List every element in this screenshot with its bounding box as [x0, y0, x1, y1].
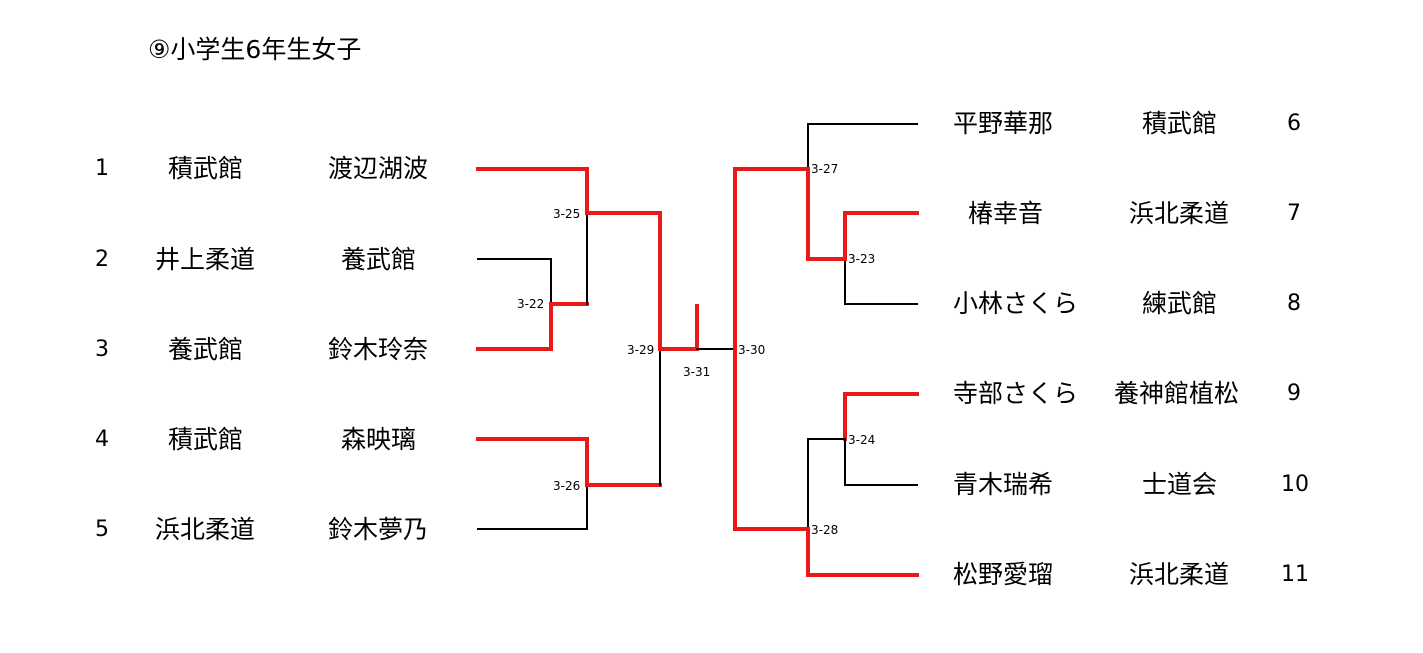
bracket-line-winner	[843, 392, 919, 441]
right-seed: 10	[1281, 472, 1309, 497]
match-label: 3-31	[683, 365, 711, 379]
match-label: 3-28	[811, 523, 839, 537]
match-label: 3-23	[848, 252, 876, 266]
right-seed: 11	[1281, 562, 1309, 587]
bracket-line-winner	[476, 302, 553, 351]
left-club: 浜北柔道	[155, 515, 256, 544]
bracket-line-winner	[806, 167, 847, 261]
left-name: 森映璃	[341, 425, 417, 454]
left-name: 鈴木夢乃	[328, 515, 429, 544]
bracket-line-winner	[806, 527, 919, 577]
match-label: 3-27	[811, 162, 839, 176]
left-seed: 1	[95, 156, 109, 181]
left-seed: 4	[95, 427, 109, 452]
right-seed: 6	[1287, 111, 1301, 136]
left-club: 積武館	[168, 154, 244, 183]
right-club: 養神館植松	[1114, 379, 1240, 408]
right-name: 青木瑞希	[953, 470, 1054, 499]
right-seed: 9	[1287, 381, 1301, 406]
left-name: 養武館	[341, 245, 417, 274]
right-name: 寺部さくら	[953, 379, 1079, 408]
right-club: 士道会	[1142, 470, 1218, 499]
right-name: 平野華那	[953, 109, 1054, 138]
right-seed: 7	[1287, 201, 1301, 226]
match-label: 3-30	[738, 343, 766, 357]
right-club: 浜北柔道	[1129, 560, 1230, 589]
left-seed: 2	[95, 247, 109, 272]
right-club: 積武館	[1142, 109, 1218, 138]
bracket-line-loser	[807, 438, 846, 530]
bracket-line-winner	[476, 437, 589, 487]
match-label: 3-25	[553, 207, 581, 221]
right-name: 椿幸音	[968, 199, 1044, 228]
match-label: 3-24	[848, 433, 876, 447]
bracket-line-loser	[844, 438, 918, 486]
bracket-line-winner	[733, 167, 810, 351]
right-name: 松野愛瑠	[953, 560, 1054, 589]
left-club: 積武館	[168, 425, 244, 454]
match-label: 3-26	[553, 479, 581, 493]
left-seed: 3	[95, 337, 109, 362]
bracket-line-winner	[476, 167, 589, 215]
right-club: 浜北柔道	[1129, 199, 1230, 228]
page-title: ⑨小学生6年生女子	[148, 35, 362, 64]
bracket-line-winner	[585, 211, 662, 351]
bracket-line-loser	[477, 258, 552, 305]
right-name: 小林さくら	[953, 289, 1079, 318]
bracket-line-winner	[843, 211, 919, 261]
left-club: 養武館	[168, 335, 244, 364]
left-club: 井上柔道	[155, 245, 256, 274]
left-name: 鈴木玲奈	[328, 335, 429, 364]
left-name: 渡辺湖波	[328, 154, 429, 183]
right-seed: 8	[1287, 291, 1301, 316]
bracket-line-loser	[477, 484, 588, 530]
bracket-line-loser	[844, 258, 918, 305]
bracket-line-winner	[733, 347, 810, 531]
right-club: 練武館	[1142, 289, 1218, 318]
left-seed: 5	[95, 517, 109, 542]
match-label: 3-22	[517, 297, 545, 311]
match-label: 3-29	[627, 343, 655, 357]
bracket-line-loser	[807, 123, 918, 170]
